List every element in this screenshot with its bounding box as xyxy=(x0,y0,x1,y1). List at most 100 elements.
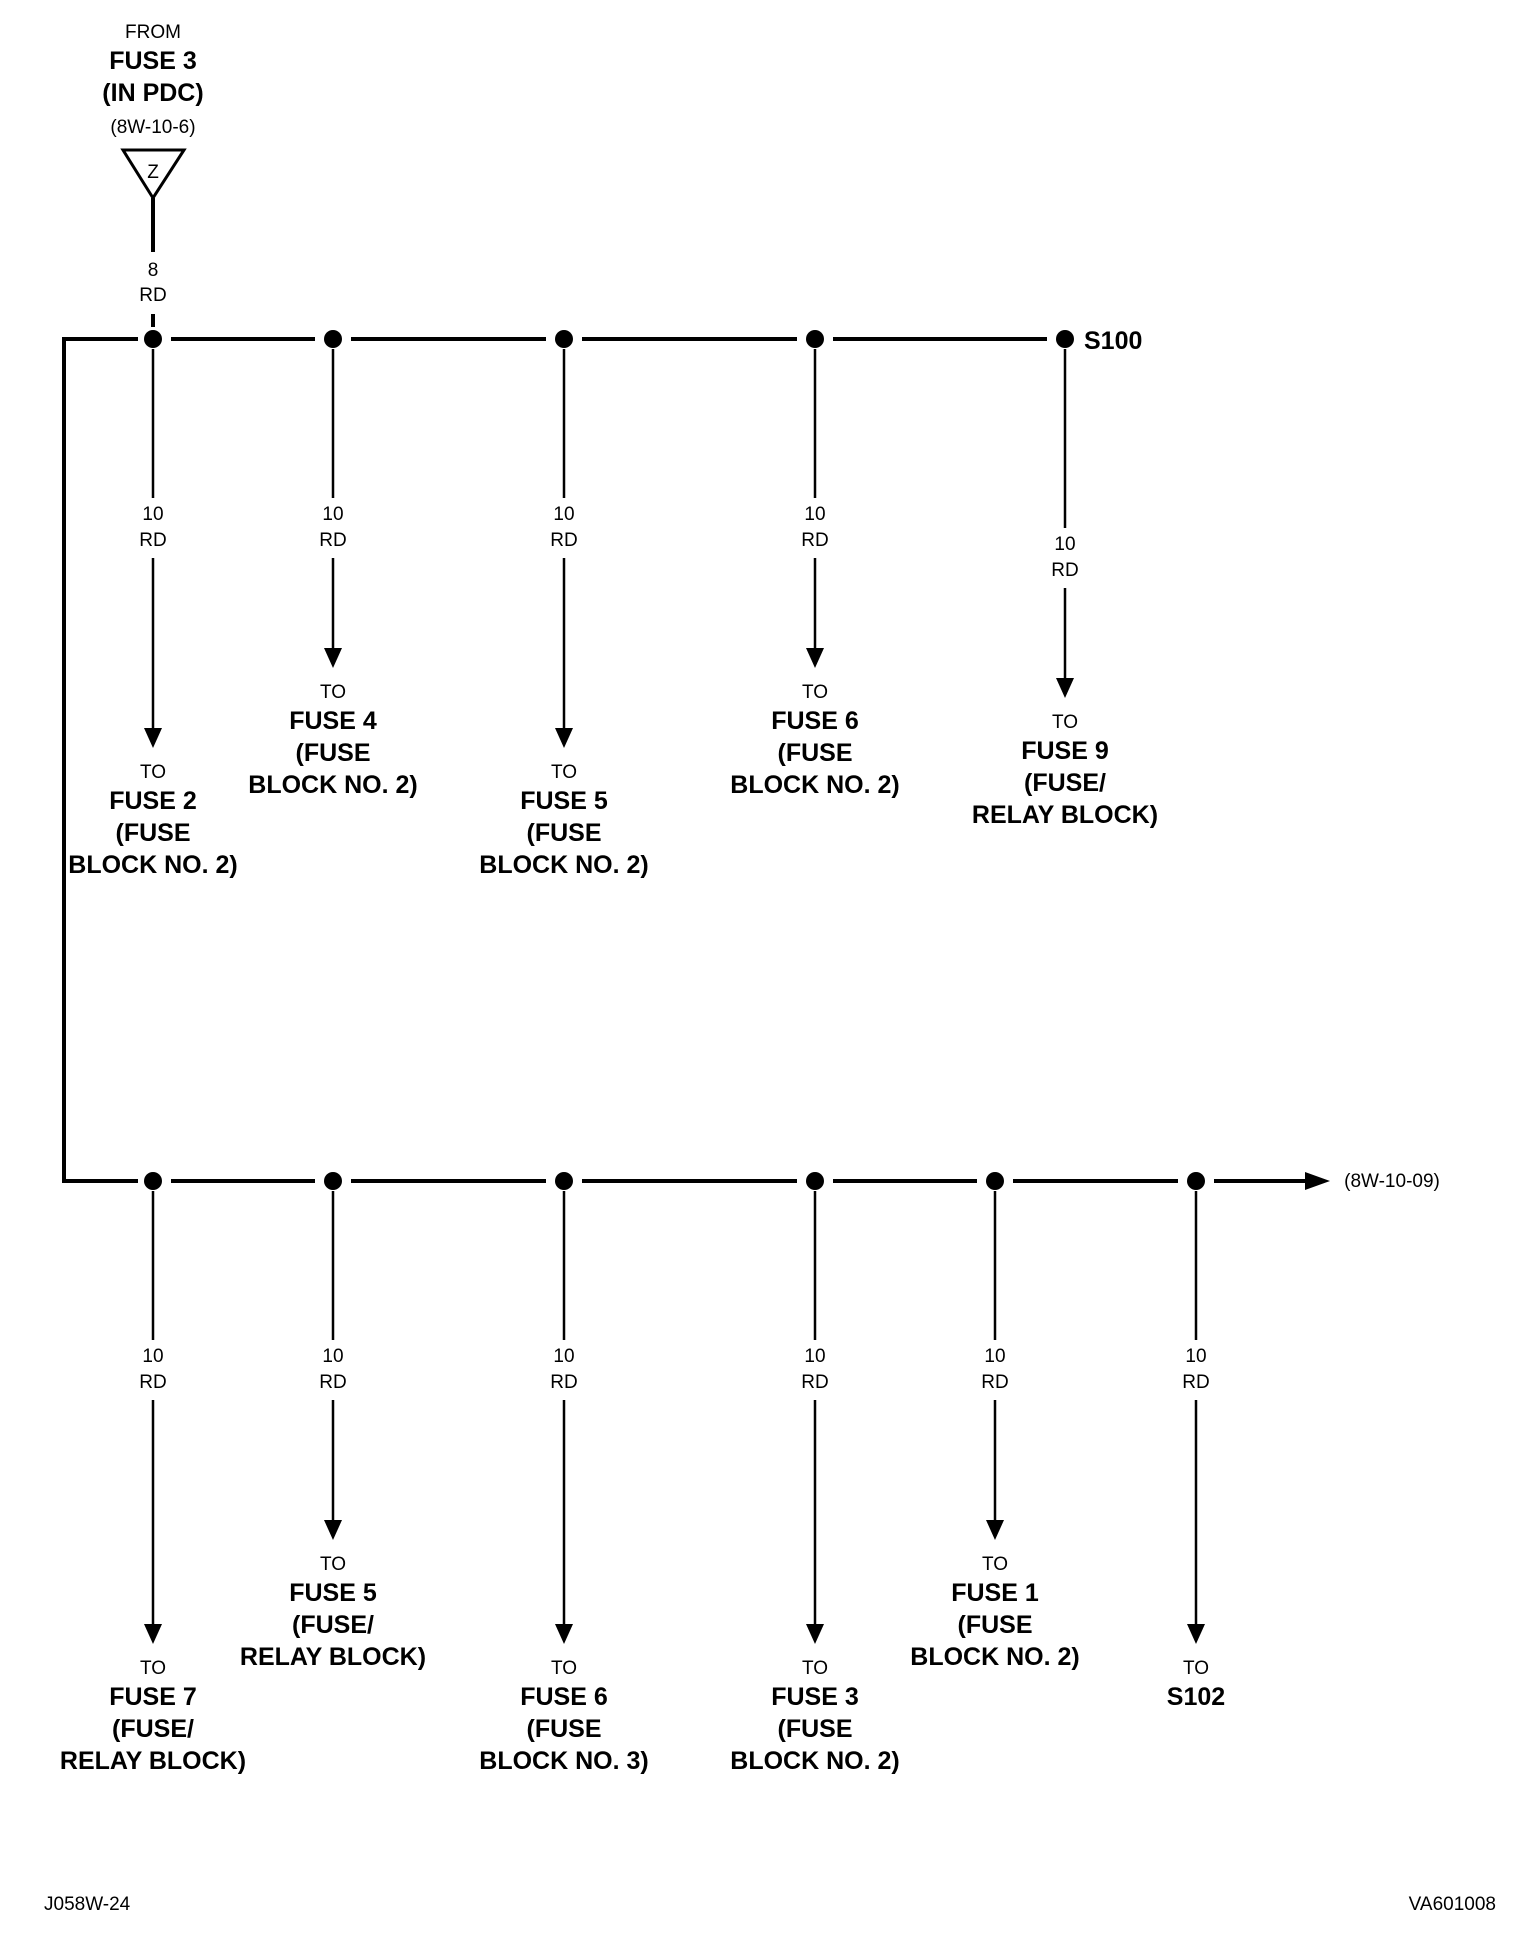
branch-destination-line: (FUSE xyxy=(296,739,371,767)
branch-destination-line: FUSE 5 xyxy=(289,1579,377,1607)
branch-destination-line: FUSE 3 xyxy=(771,1683,859,1711)
branch-destination-line: FUSE 4 xyxy=(289,707,377,735)
branch-wire-gauge: 10 xyxy=(553,1346,574,1367)
branch-wire-color: RD xyxy=(981,1372,1008,1393)
branch-destination-line: (FUSE/ xyxy=(112,1715,194,1743)
source-wire-color: RD xyxy=(139,285,166,306)
branch-destination-line: (FUSE xyxy=(527,1715,602,1743)
top-bus-splice-dot xyxy=(144,330,162,348)
branch-destination-line: FUSE 7 xyxy=(109,1683,197,1711)
arrow-down-icon xyxy=(806,1624,824,1644)
footer-left-code: J058W-24 xyxy=(44,1894,131,1915)
branch-to-label: TO xyxy=(320,1554,346,1575)
branch-to-label: TO xyxy=(140,1658,166,1679)
branch-destination-line: FUSE 6 xyxy=(771,707,859,735)
branch-destination-line: RELAY BLOCK) xyxy=(240,1643,426,1671)
branch-wire-gauge: 10 xyxy=(984,1346,1005,1367)
bottom-bus xyxy=(144,1172,1205,1190)
branch-wire-color: RD xyxy=(550,530,577,551)
continuation-arrow-icon xyxy=(1305,1172,1330,1190)
branch-destination-line: (FUSE xyxy=(958,1611,1033,1639)
source-ref-label: (8W-10-6) xyxy=(110,117,195,138)
arrow-down-icon xyxy=(144,1624,162,1644)
arrow-down-icon xyxy=(1056,678,1074,698)
branch-wire-color: RD xyxy=(1182,1372,1209,1393)
bottom-bus-splice-dot xyxy=(555,1172,573,1190)
arrow-down-icon xyxy=(1187,1624,1205,1644)
branch-wire-color: RD xyxy=(319,1372,346,1393)
top-bus xyxy=(144,330,1074,348)
top-bus-splice-dot xyxy=(1056,330,1074,348)
branch-wire-gauge: 10 xyxy=(322,1346,343,1367)
top-bus-splice-dot xyxy=(324,330,342,348)
branch-to-label: TO xyxy=(140,762,166,783)
branch-to-label: TO xyxy=(320,682,346,703)
connector-triangle-icon xyxy=(120,148,187,201)
branch-destination-line: S102 xyxy=(1167,1683,1225,1711)
branch-to-label: TO xyxy=(551,762,577,783)
branch-to-label: TO xyxy=(802,682,828,703)
branch-to-label: TO xyxy=(551,1658,577,1679)
branch-destination-line: BLOCK NO. 2) xyxy=(910,1643,1079,1671)
branch-destination-line: (FUSE xyxy=(778,739,853,767)
branch-wire-color: RD xyxy=(801,1372,828,1393)
branch-destination-line: RELAY BLOCK) xyxy=(60,1747,246,1775)
branch-destination-line: FUSE 9 xyxy=(1021,737,1109,765)
arrow-down-icon xyxy=(324,1520,342,1540)
branch-wire-gauge: 10 xyxy=(1185,1346,1206,1367)
branch-wire-gauge: 10 xyxy=(322,504,343,525)
splice-s100-label: S100 xyxy=(1084,327,1142,355)
branch-wire-color: RD xyxy=(139,1372,166,1393)
branch-to-label: TO xyxy=(802,1658,828,1679)
top-bus-splice-dot xyxy=(555,330,573,348)
branch-to-label: TO xyxy=(1183,1658,1209,1679)
branch-destination-line: BLOCK NO. 2) xyxy=(479,851,648,879)
branch-destination-line: BLOCK NO. 2) xyxy=(68,851,237,879)
connector-label: Z xyxy=(147,162,159,183)
branch-destination-line: BLOCK NO. 2) xyxy=(248,771,417,799)
branch-wire-color: RD xyxy=(139,530,166,551)
branch-to-label: TO xyxy=(1052,712,1078,733)
bus-wiring: (8W-10-09) S100 xyxy=(62,327,1440,1192)
branch-destination-line: FUSE 5 xyxy=(520,787,608,815)
branch-destination-line: RELAY BLOCK) xyxy=(972,801,1158,829)
arrow-down-icon xyxy=(144,728,162,748)
branch-destination-line: BLOCK NO. 2) xyxy=(730,1747,899,1775)
branch-wire-gauge: 10 xyxy=(804,1346,825,1367)
bottom-bus-splice-dot xyxy=(144,1172,162,1190)
bottom-bus-splice-dot xyxy=(324,1172,342,1190)
branch-destination-line: BLOCK NO. 2) xyxy=(730,771,899,799)
branch-wire-color: RD xyxy=(319,530,346,551)
branch-wire-gauge: 10 xyxy=(804,504,825,525)
bottom-bus-splice-dot xyxy=(806,1172,824,1190)
branch-destination-line: BLOCK NO. 3) xyxy=(479,1747,648,1775)
branch-destination-line: FUSE 2 xyxy=(109,787,197,815)
branch-wire-color: RD xyxy=(550,1372,577,1393)
arrow-down-icon xyxy=(555,1624,573,1644)
bottom-bus-splice-dot xyxy=(1187,1172,1205,1190)
branch-destination-line: FUSE 1 xyxy=(951,1579,1039,1607)
branch-destination-line: (FUSE xyxy=(778,1715,853,1743)
continuation-ref-label: (8W-10-09) xyxy=(1344,1171,1440,1192)
source-fuse-label: FUSE 3 xyxy=(109,47,197,75)
arrow-down-icon xyxy=(555,728,573,748)
footer-right-code: VA601008 xyxy=(1409,1894,1496,1915)
arrow-down-icon xyxy=(324,648,342,668)
branch-wire-color: RD xyxy=(1051,560,1078,581)
branch-destination-line: (FUSE xyxy=(116,819,191,847)
top-bus-splice-dot xyxy=(806,330,824,348)
branch-to-label: TO xyxy=(982,1554,1008,1575)
arrow-down-icon xyxy=(806,648,824,668)
source-wire-gauge: 8 xyxy=(148,260,159,281)
